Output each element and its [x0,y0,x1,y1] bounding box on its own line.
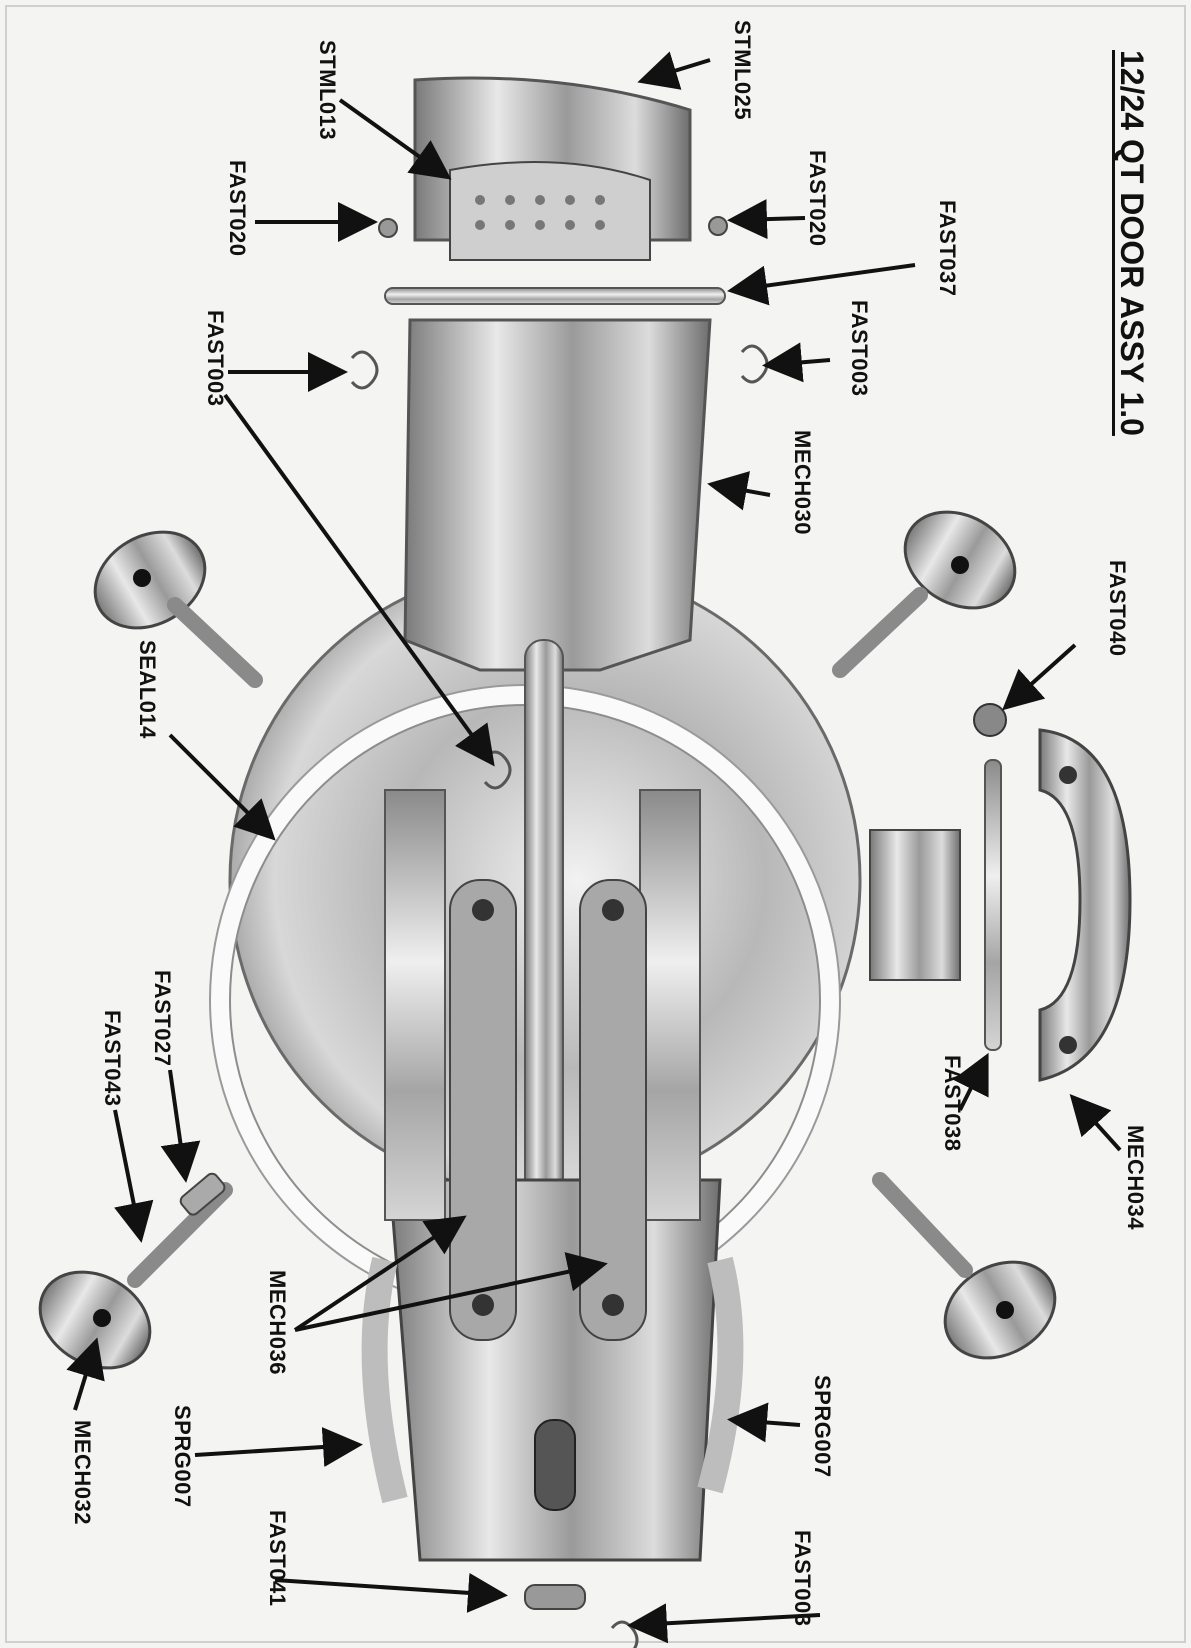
grill-inner [450,162,650,260]
label-mech036: MECH036 [264,1270,290,1375]
label-seal014: SEAL014 [134,640,160,739]
diagram-title: 12/24 QT DOOR ASSY 1.0 [1113,50,1150,436]
arrow-fast020-right [735,218,805,220]
label-fast038: FAST038 [939,1055,965,1151]
label-fast040: FAST040 [1104,560,1130,656]
latch-bar-right [640,790,700,1220]
label-fast003-right: FAST003 [846,300,872,396]
label-fast041: FAST041 [264,1510,290,1606]
label-fast003-left: FAST003 [202,310,228,406]
label-sprg007-left: SPRG007 [169,1405,195,1508]
hinge-rod [525,640,563,1200]
label-fast043: FAST043 [99,1010,125,1106]
hinge-block [870,830,960,980]
label-sprg007-right: SPRG007 [809,1375,835,1478]
hinge-strap [405,320,710,670]
label-fast027: FAST027 [149,970,175,1066]
latch-bar-left [385,790,445,1220]
label-fast020-right: FAST020 [804,150,830,246]
link-left [450,880,516,1340]
link-right [580,880,646,1340]
label-stml025: STML025 [729,20,755,120]
label-mech034: MECH034 [1122,1125,1148,1230]
pin-rod [385,288,725,304]
label-fast037: FAST037 [934,200,960,296]
label-fast003-bottom: FAST003 [789,1530,815,1626]
hinge-pin [985,760,1001,1050]
label-stml013: STML013 [314,40,340,140]
label-fast020-left: FAST020 [224,160,250,256]
label-mech032: MECH032 [69,1420,95,1525]
label-mech030: MECH030 [789,430,815,535]
